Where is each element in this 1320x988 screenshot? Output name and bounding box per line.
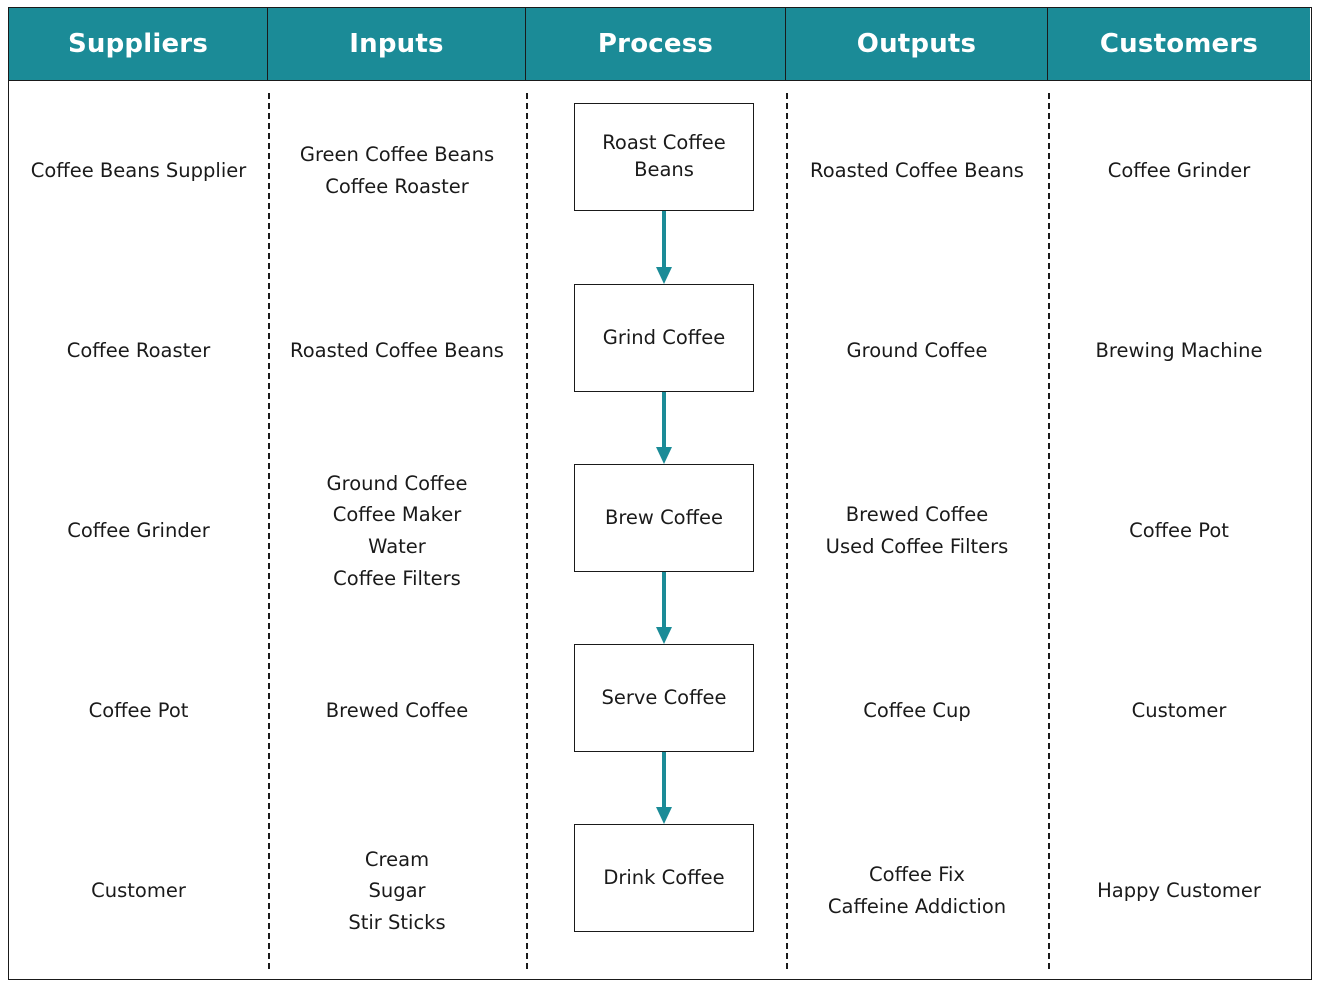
- cell-line: Coffee Cup: [863, 699, 971, 723]
- process-flow-layer: Roast Coffee Beans Grind Coffee Brew Cof…: [9, 81, 1311, 979]
- table-row: Coffee Pot Brewed Coffee Coffee Cup Cust…: [9, 621, 1311, 801]
- column-header-inputs-label: Inputs: [349, 29, 444, 59]
- table-row: Coffee Grinder Ground Coffee Coffee Make…: [9, 441, 1311, 621]
- table-row: Coffee Roaster Roasted Coffee Beans Grou…: [9, 261, 1311, 441]
- cell-inputs: Brewed Coffee: [268, 621, 526, 801]
- cell-suppliers: Customer: [9, 801, 268, 981]
- cell-outputs: Coffee Cup: [786, 621, 1048, 801]
- column-divider-suppliers-inputs: [268, 93, 270, 969]
- column-divider-outputs-customers: [1048, 93, 1050, 969]
- cell-line: Ground Coffee: [326, 471, 468, 495]
- cell-inputs: Ground Coffee Coffee Maker Water Coffee …: [268, 441, 526, 621]
- cell-customers: Brewing Machine: [1048, 261, 1310, 441]
- cell-line: Coffee Roaster: [325, 175, 469, 198]
- cell-line: Coffee Pot: [1129, 519, 1229, 543]
- cell-line: Sugar: [368, 879, 426, 903]
- cell-line: Coffee Beans Supplier: [30, 159, 247, 183]
- cell-inputs: Cream Sugar Stir Sticks: [268, 801, 526, 981]
- cell-suppliers: Coffee Grinder: [9, 441, 268, 621]
- diagram-rows: Coffee Beans Supplier Green Coffee Beans…: [9, 81, 1311, 979]
- diagram-body: Coffee Beans Supplier Green Coffee Beans…: [9, 81, 1311, 979]
- process-box-serve-coffee[interactable]: Serve Coffee: [574, 644, 754, 752]
- cell-customers: Coffee Pot: [1048, 441, 1310, 621]
- cell-line: Coffee Pot: [88, 699, 189, 723]
- column-header-process-label: Process: [597, 29, 714, 59]
- column-header-customers-label: Customers: [1099, 29, 1259, 59]
- cell-line: Caffeine Addiction: [827, 895, 1007, 918]
- process-box-grind-coffee[interactable]: Grind Coffee: [574, 284, 754, 392]
- cell-line: Coffee Filters: [333, 566, 461, 590]
- cell-line: Happy Customer: [1097, 879, 1261, 903]
- cell-suppliers: Coffee Pot: [9, 621, 268, 801]
- column-header-inputs: Inputs: [268, 8, 526, 80]
- process-box-roast-coffee-beans[interactable]: Roast Coffee Beans: [574, 103, 754, 211]
- cell-customers: Happy Customer: [1048, 801, 1310, 981]
- column-divider-process-outputs: [786, 93, 788, 969]
- cell-line: Coffee Roaster: [66, 339, 211, 363]
- column-header-outputs-label: Outputs: [856, 29, 977, 59]
- cell-line: Brewing Machine: [1095, 339, 1263, 363]
- column-divider-inputs-process: [526, 93, 528, 969]
- cell-outputs: Roasted Coffee Beans: [786, 81, 1048, 261]
- cell-outputs: Ground Coffee: [786, 261, 1048, 441]
- column-header-suppliers: Suppliers: [9, 8, 268, 80]
- diagram-frame: Suppliers Inputs Process Outputs Custome…: [8, 7, 1312, 980]
- cell-line: Roasted Coffee Beans: [290, 339, 504, 363]
- process-box-brew-coffee[interactable]: Brew Coffee: [574, 464, 754, 572]
- cell-line: Customer: [1131, 699, 1227, 723]
- column-header-suppliers-label: Suppliers: [67, 29, 208, 59]
- cell-line: Roasted Coffee Beans: [810, 159, 1024, 183]
- table-row: Customer Cream Sugar Stir Sticks Coffee …: [9, 801, 1311, 981]
- process-box-drink-coffee[interactable]: Drink Coffee: [574, 824, 754, 932]
- cell-suppliers: Coffee Roaster: [9, 261, 268, 441]
- cell-line: Used Coffee Filters: [825, 535, 1009, 558]
- cell-line: Water: [368, 535, 426, 558]
- cell-outputs: Coffee Fix Caffeine Addiction: [786, 801, 1048, 981]
- cell-line: Coffee Maker: [332, 503, 462, 527]
- cell-line: Brewed Coffee: [845, 503, 989, 527]
- column-header-customers: Customers: [1048, 8, 1310, 80]
- cell-line: Stir Sticks: [348, 910, 446, 934]
- cell-line: Cream: [364, 847, 430, 871]
- column-header-row: Suppliers Inputs Process Outputs Custome…: [9, 8, 1311, 81]
- column-header-outputs: Outputs: [786, 8, 1048, 80]
- cell-line: Brewed Coffee: [325, 699, 469, 723]
- cell-inputs: Roasted Coffee Beans: [268, 261, 526, 441]
- cell-suppliers: Coffee Beans Supplier: [9, 81, 268, 261]
- cell-customers: Customer: [1048, 621, 1310, 801]
- cell-line: Customer: [91, 879, 186, 903]
- table-row: Coffee Beans Supplier Green Coffee Beans…: [9, 81, 1311, 261]
- cell-outputs: Brewed Coffee Used Coffee Filters: [786, 441, 1048, 621]
- cell-customers: Coffee Grinder: [1048, 81, 1310, 261]
- cell-line: Coffee Grinder: [1107, 159, 1251, 183]
- column-header-process: Process: [526, 8, 786, 80]
- cell-line: Coffee Grinder: [67, 519, 210, 543]
- cell-line: Coffee Fix: [869, 863, 965, 887]
- cell-line: Ground Coffee: [846, 339, 988, 363]
- cell-line: Green Coffee Beans: [299, 143, 495, 167]
- cell-inputs: Green Coffee Beans Coffee Roaster: [268, 81, 526, 261]
